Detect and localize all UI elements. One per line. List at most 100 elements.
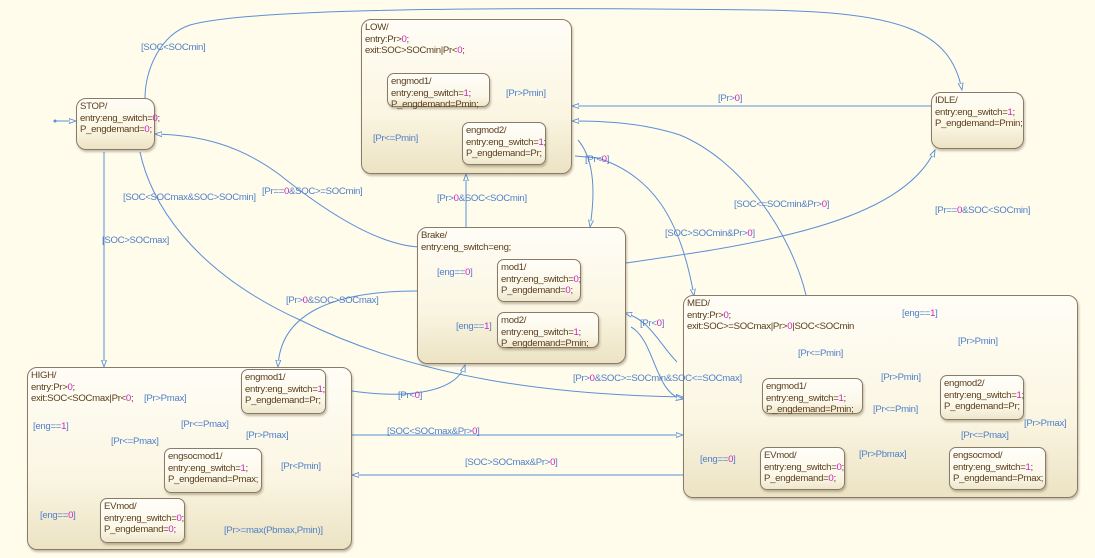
label-brake-eng1[interactable]: [eng==1] bbox=[456, 321, 492, 332]
label-med-pr-gt-pmin[interactable]: [Pr>Pmin] bbox=[958, 336, 998, 347]
state-brake-mod2-text: mod2/entry:eng_switch=1;P_engdemand=Pmin… bbox=[501, 315, 589, 350]
transition-brake-to-stop[interactable] bbox=[155, 134, 420, 248]
state-text-line: entry:eng_switch=1; bbox=[501, 326, 581, 338]
state-text-line: P_engdemand=Pmax; bbox=[953, 473, 1044, 484]
label-idle-to-brake[interactable]: [Pr==0&SOC<SOCmin] bbox=[935, 205, 1031, 216]
label-idle-to-low[interactable]: [Pr>0] bbox=[718, 93, 743, 104]
transition-brake-to-med[interactable] bbox=[630, 326, 683, 399]
label-low-inner-up[interactable]: [Pr>Pmin] bbox=[506, 88, 546, 99]
state-high-text: HIGH/entry:Pr>0;exit:SOC<SOCmax|Pr<0; bbox=[31, 370, 134, 405]
state-text-line: P_engdemand=Pr; bbox=[466, 148, 542, 159]
state-med-evmod-text: EVmod/entry:eng_switch=0;P_engdemand=0; bbox=[764, 450, 844, 485]
state-text-line: entry:eng_switch=0; bbox=[764, 461, 844, 473]
label-med-to-low[interactable]: [SOC<=SOCmin&Pr>0] bbox=[734, 199, 830, 210]
state-brake-mod1-text: mod1/entry:eng_switch=0;P_engdemand=0; bbox=[501, 262, 581, 297]
state-text-line: LOW/ bbox=[365, 22, 389, 33]
state-text-line: entry:eng_switch=1; bbox=[766, 392, 846, 404]
label-high-pr-ge-max[interactable]: [Pr>=max(Pbmax,Pmin)] bbox=[224, 525, 323, 536]
label-high-to-brake[interactable]: [Pr<0] bbox=[398, 390, 423, 401]
label-med-pr-gt-pmin2[interactable]: [Pr>Pmin] bbox=[881, 372, 921, 383]
transition-brake-to-high[interactable] bbox=[278, 290, 418, 367]
state-text-line: P_engdemand=Pmin; bbox=[501, 338, 589, 349]
label-high-eng1[interactable]: [eng==1] bbox=[33, 421, 69, 432]
label-med-pr-le-pmax[interactable]: [Pr<=Pmax] bbox=[961, 430, 1009, 441]
state-text-line: MED/ bbox=[687, 298, 710, 309]
state-high-engmod1-text: engmod1/entry:eng_switch=1;P_engdemand=P… bbox=[245, 372, 325, 407]
state-med-engmod2[interactable]: engmod2/entry:eng_switch=1;P_engdemand=P… bbox=[940, 375, 1024, 420]
state-text-line: EVmod/ bbox=[104, 501, 137, 512]
state-high-evmod[interactable]: EVmod/entry:eng_switch=0;P_engdemand=0; bbox=[100, 498, 185, 543]
label-low-to-brake[interactable]: [Pr<0] bbox=[585, 154, 610, 165]
label-high-to-med[interactable]: [SOC<SOCmax&Pr>0] bbox=[387, 426, 480, 437]
state-brake-mod2[interactable]: mod2/entry:eng_switch=1;P_engdemand=Pmin… bbox=[497, 312, 599, 350]
state-text-line: STOP/ bbox=[80, 101, 108, 112]
label-high-pr-gt-pmax[interactable]: [Pr>Pmax] bbox=[144, 393, 187, 404]
label-brake-to-high[interactable]: [Pr>0&SOC>SOCmax] bbox=[286, 295, 379, 306]
transition-stop-to-idle[interactable] bbox=[144, 8, 962, 99]
label-low-to-med[interactable]: [SOC>SOCmin&Pr>0] bbox=[665, 228, 755, 239]
label-brake-to-low[interactable]: [Pr>0&SOC<SOCmin] bbox=[437, 193, 527, 204]
state-text-line: entry:eng_switch=1; bbox=[391, 87, 471, 99]
state-text-line: P_engdemand=Pmax; bbox=[168, 474, 259, 485]
state-med-engsocmod-text: engsocmod/entry:eng_switch=1;P_engdemand… bbox=[953, 450, 1043, 485]
label-stop-to-brake[interactable]: [Pr==0&SOC>=SOCmin] bbox=[262, 186, 363, 197]
state-med-evmod[interactable]: EVmod/entry:eng_switch=0;P_engdemand=0; bbox=[760, 447, 845, 490]
default-dot-stop bbox=[53, 119, 57, 123]
transition-low-to-med[interactable] bbox=[574, 155, 694, 296]
label-stop-to-low[interactable]: [SOC<SOCmin] bbox=[141, 42, 206, 53]
state-med-engsocmod[interactable]: engsocmod/entry:eng_switch=1;P_engdemand… bbox=[949, 447, 1046, 490]
label-stop-to-med[interactable]: [SOC<SOCmax&SOC>SOCmin] bbox=[123, 192, 256, 203]
state-high-engsocmod1-text: engsocmod1/entry:eng_switch=1;P_engdeman… bbox=[168, 451, 258, 486]
label-med-pr-le-pmin2[interactable]: [Pr<=Pmin] bbox=[873, 404, 918, 415]
transition-brake-to-idle[interactable] bbox=[625, 150, 935, 264]
label-high-pr-le-pmax2[interactable]: [Pr<=Pmax] bbox=[181, 419, 229, 430]
state-text-line: P_engdemand=Pr; bbox=[944, 401, 1020, 412]
transition-low-to-brake[interactable] bbox=[577, 139, 593, 227]
label-med-to-brake[interactable]: [Pr<0] bbox=[640, 318, 665, 329]
state-low-text: LOW/entry:Pr>0;exit:SOC>SOCmin|Pr<0; bbox=[365, 22, 465, 57]
transition-high-to-brake[interactable] bbox=[351, 365, 465, 395]
transition-med-to-brake[interactable] bbox=[625, 313, 678, 363]
state-text-line: P_engdemand=Pr; bbox=[245, 395, 321, 406]
state-stop[interactable]: STOP/entry:eng_switch=0;P_engdemand=0; bbox=[76, 98, 160, 150]
state-high-engsocmod1[interactable]: engsocmod1/entry:eng_switch=1;P_engdeman… bbox=[164, 448, 262, 493]
state-text-line: mod1/ bbox=[501, 262, 527, 273]
state-text-line: mod2/ bbox=[501, 315, 527, 326]
state-med-engmod2-text: engmod2/entry:eng_switch=1;P_engdemand=P… bbox=[944, 378, 1024, 413]
state-brake-mod1[interactable]: mod1/entry:eng_switch=0;P_engdemand=0; bbox=[497, 259, 581, 302]
state-low-engmod1-text: engmod1/entry:eng_switch=1;P_engdemand=P… bbox=[391, 76, 479, 111]
state-text-line: engmod1/ bbox=[766, 381, 807, 392]
state-text-line: entry:eng_switch=1; bbox=[245, 383, 325, 395]
label-brake-to-med[interactable]: [Pr>0&SOC>=SOCmin&SOC<=SOCmax] bbox=[573, 373, 742, 384]
state-text-line: entry:eng_switch=1; bbox=[466, 136, 546, 148]
state-text-line: P_engdemand=0; bbox=[80, 124, 152, 135]
label-brake-eng0[interactable]: [eng==0] bbox=[437, 267, 473, 278]
label-med-eng0[interactable]: [eng==0] bbox=[700, 454, 736, 465]
state-text-line: P_engdemand=0; bbox=[501, 285, 573, 296]
transition-stop-to-med[interactable] bbox=[139, 151, 683, 397]
label-med-to-high[interactable]: [SOC>SOCmax&Pr>0] bbox=[465, 457, 558, 468]
state-high-evmod-text: EVmod/entry:eng_switch=0;P_engdemand=0; bbox=[104, 501, 184, 536]
state-text-line: Brake/ bbox=[421, 230, 447, 241]
label-low-inner-down[interactable]: [Pr<=Pmin] bbox=[373, 133, 418, 144]
label-med-pr-gt-pbmax[interactable]: [Pr>Pbmax] bbox=[859, 449, 907, 460]
state-idle[interactable]: IDLE/entry:eng_switch=1;P_engdemand=Pmin… bbox=[931, 92, 1024, 149]
state-low-engmod2[interactable]: engmod2/entry:eng_switch=1;P_engdemand=P… bbox=[462, 122, 546, 165]
label-high-pr-gt-pmax2[interactable]: [Pr>Pmax] bbox=[246, 430, 289, 441]
state-text-line: entry:eng_switch=1; bbox=[953, 461, 1033, 473]
state-text-line: exit:SOC>=SOCmax|Pr>0|SOC<SOCmin bbox=[687, 321, 855, 332]
label-high-eng0[interactable]: [eng==0] bbox=[40, 510, 76, 521]
state-text-line: engmod2/ bbox=[466, 125, 507, 136]
state-low-engmod1[interactable]: engmod1/entry:eng_switch=1;P_engdemand=P… bbox=[387, 73, 490, 110]
state-text-line: P_engdemand=0; bbox=[104, 524, 176, 535]
label-high-pr-le-pmax[interactable]: [Pr<=Pmax] bbox=[111, 436, 159, 447]
label-stop-to-high[interactable]: [SOC>SOCmax] bbox=[102, 235, 170, 246]
state-high-engmod1[interactable]: engmod1/entry:eng_switch=1;P_engdemand=P… bbox=[241, 369, 326, 414]
state-med-engmod1[interactable]: engmod1/entry:eng_switch=1;P_engdemand=P… bbox=[762, 378, 863, 415]
state-text-line: entry:Pr>0; bbox=[687, 309, 731, 321]
label-med-pr-gt-pmax[interactable]: [Pr>Pmax] bbox=[1024, 418, 1067, 429]
label-med-eng1[interactable]: [eng==1] bbox=[902, 308, 938, 319]
transition-med-to-low[interactable] bbox=[572, 121, 807, 296]
label-high-pr-lt-pmin[interactable]: [Pr<Pmin] bbox=[281, 461, 321, 472]
label-med-pr-le-pmin[interactable]: [Pr<=Pmin] bbox=[798, 348, 843, 359]
